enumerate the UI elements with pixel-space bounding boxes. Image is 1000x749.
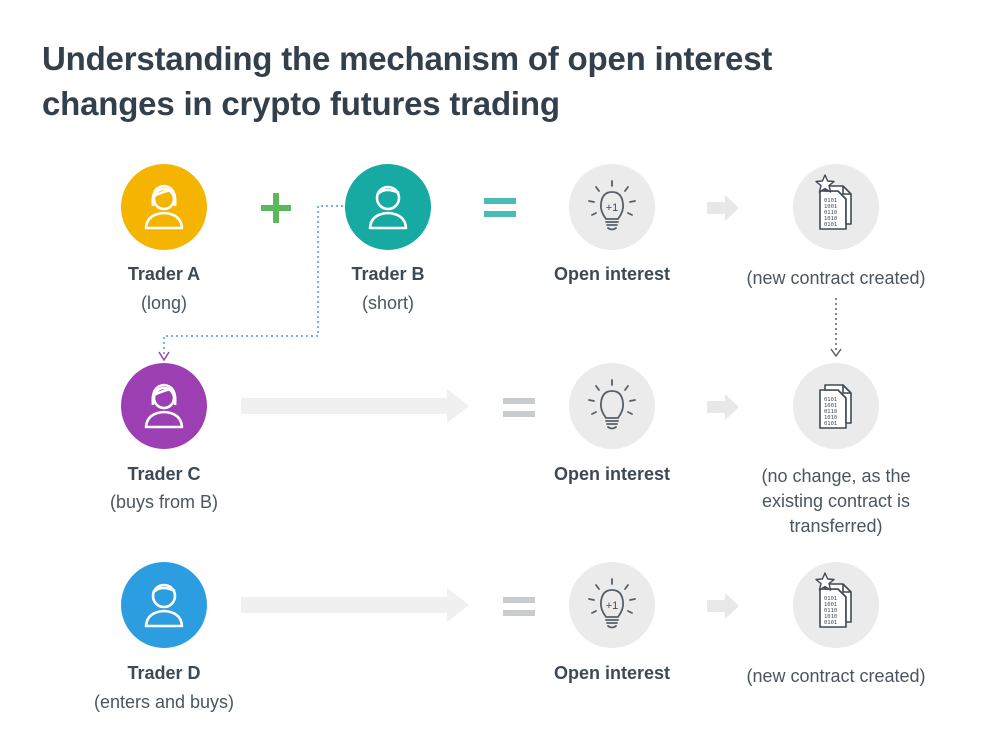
equals-icon bbox=[503, 597, 535, 616]
page-title: Understanding the mechanism of open inte… bbox=[42, 36, 772, 126]
trader-c-name: Trader C bbox=[127, 464, 201, 484]
trader-a-avatar bbox=[121, 164, 207, 250]
arrow-right-icon bbox=[707, 394, 739, 420]
trader-a-role: (long) bbox=[140, 293, 188, 313]
result-text: (no change, as the existing contract is … bbox=[761, 464, 910, 539]
result-text: (new contract created) bbox=[746, 268, 926, 288]
open-interest-label: Open interest bbox=[553, 464, 671, 484]
trader-a-name: Trader A bbox=[127, 264, 201, 284]
equals-icon bbox=[484, 198, 516, 217]
contract-circle bbox=[793, 562, 879, 648]
long-arrow-icon bbox=[241, 588, 469, 622]
title-line-1: Understanding the mechanism of open inte… bbox=[42, 40, 773, 77]
dotted-connector-b-to-c bbox=[158, 205, 343, 362]
result-line-2: existing contract is bbox=[761, 491, 911, 511]
person-icon bbox=[121, 164, 207, 250]
trader-c-role: (buys from B) bbox=[109, 492, 219, 512]
open-interest-label: Open interest bbox=[553, 264, 671, 284]
result-text: (new contract created) bbox=[746, 666, 926, 686]
lightbulb-icon: +1 bbox=[588, 180, 636, 231]
star-icon bbox=[815, 572, 835, 591]
result-line-3: transferred) bbox=[789, 516, 883, 536]
oi-badge: +1 bbox=[606, 600, 619, 612]
open-interest-circle: +1 bbox=[569, 562, 655, 648]
document-icon bbox=[819, 384, 852, 429]
plus-icon bbox=[261, 193, 291, 223]
dotted-connector-contract bbox=[830, 298, 842, 358]
arrow-right-icon bbox=[707, 593, 739, 619]
person-icon bbox=[121, 562, 207, 648]
oi-badge: +1 bbox=[606, 202, 619, 214]
open-interest-circle: +1 bbox=[569, 164, 655, 250]
contract-circle bbox=[793, 164, 879, 250]
long-arrow-icon bbox=[241, 389, 469, 423]
lightbulb-icon bbox=[588, 379, 636, 430]
lightbulb-icon: +1 bbox=[588, 578, 636, 629]
star-icon bbox=[815, 174, 835, 193]
person-icon bbox=[345, 164, 431, 250]
contract-circle bbox=[793, 363, 879, 449]
trader-d-role: (enters and buys) bbox=[93, 692, 235, 712]
trader-c-avatar bbox=[121, 363, 207, 449]
person-icon bbox=[121, 363, 207, 449]
trader-d-name: Trader D bbox=[127, 663, 201, 683]
trader-d-avatar bbox=[121, 562, 207, 648]
equals-icon bbox=[503, 398, 535, 417]
trader-b-avatar bbox=[345, 164, 431, 250]
title-line-2: changes in crypto futures trading bbox=[42, 85, 560, 122]
open-interest-circle bbox=[569, 363, 655, 449]
trader-b-role: (short) bbox=[361, 293, 415, 313]
result-line-1: (no change, as the bbox=[761, 466, 911, 486]
trader-b-name: Trader B bbox=[351, 264, 425, 284]
open-interest-label: Open interest bbox=[553, 663, 671, 683]
arrow-right-icon bbox=[707, 195, 739, 221]
